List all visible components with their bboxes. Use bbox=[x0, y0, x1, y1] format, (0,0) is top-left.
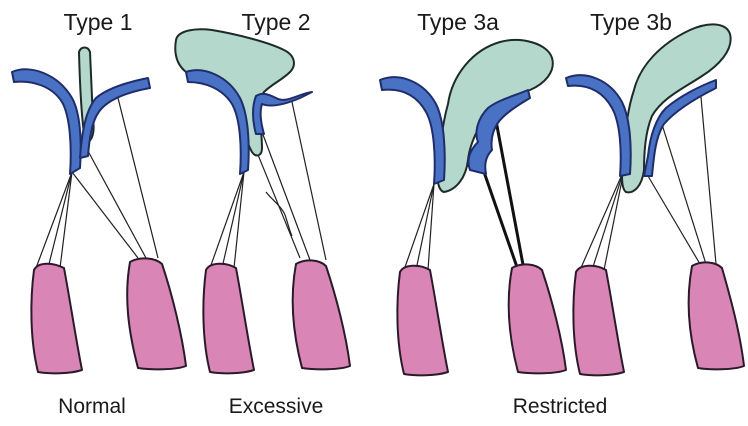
type-3b-label: Type 3b bbox=[590, 9, 672, 35]
type-2-chordae bbox=[210, 102, 326, 268]
type-3b-papillary-muscle-right bbox=[689, 262, 744, 369]
type-1-anterior-leaflet bbox=[12, 69, 81, 174]
type-3a-label: Type 3a bbox=[417, 9, 499, 35]
type-2-panel bbox=[175, 29, 350, 373]
type-3a-papillary-muscle-right bbox=[509, 264, 566, 373]
restricted-category-label: Restricted bbox=[513, 395, 608, 418]
type-2-papillary-muscle-right bbox=[293, 260, 350, 369]
type-3a-anterior-leaflet bbox=[380, 77, 445, 184]
type-1-label: Type 1 bbox=[63, 9, 132, 35]
type-3b-papillary-muscle-left bbox=[573, 266, 624, 376]
type-3a-panel bbox=[380, 40, 566, 375]
type-2-papillary-muscle-left bbox=[203, 264, 254, 374]
type-3b-anterior-leaflet bbox=[566, 75, 631, 176]
type-2-label: Type 2 bbox=[241, 9, 310, 35]
type-1-papillary-muscle-right bbox=[127, 258, 186, 369]
type-1-chordae bbox=[36, 98, 158, 268]
type-2-posterior-leaflet bbox=[253, 92, 312, 134]
type-3b-panel bbox=[566, 24, 744, 375]
excessive-category-label: Excessive bbox=[229, 395, 324, 418]
normal-category-label: Normal bbox=[58, 395, 126, 418]
type-1-papillary-muscle-left bbox=[31, 264, 82, 374]
type-3a-papillary-muscle-left bbox=[397, 266, 448, 376]
type-1-panel bbox=[12, 48, 186, 374]
